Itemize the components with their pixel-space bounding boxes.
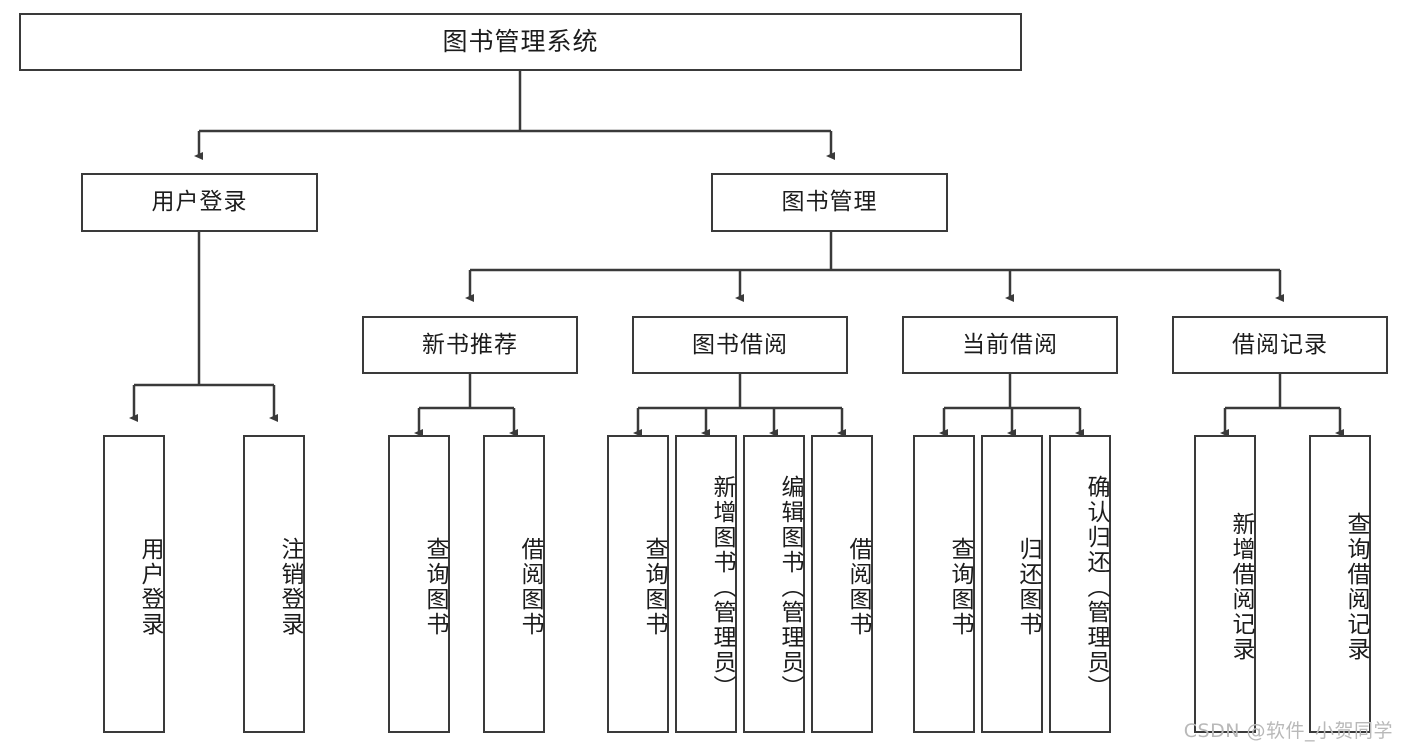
leaf-new-book-query[interactable]: 查询图书 (388, 435, 450, 733)
node-book-management[interactable]: 图书管理 (711, 173, 948, 232)
node-borrow-records-label: 借阅记录 (1232, 331, 1328, 358)
leaf-book-borrow-borrow-label: 借阅图书 (845, 537, 871, 637)
node-book-borrow-label: 图书借阅 (692, 331, 788, 358)
node-root-system[interactable]: 图书管理系统 (19, 13, 1022, 71)
node-root-system-label: 图书管理系统 (442, 26, 599, 56)
leaf-current-borrow-return-label: 归还图书 (1015, 537, 1041, 637)
leaf-borrow-records-query[interactable]: 查询借阅记录 (1309, 435, 1371, 733)
node-book-management-label: 图书管理 (781, 189, 878, 216)
leaf-borrow-records-query-label: 查询借阅记录 (1343, 512, 1369, 662)
leaf-current-borrow-return[interactable]: 归还图书 (981, 435, 1043, 733)
node-new-book-recommend-label: 新书推荐 (422, 331, 518, 358)
node-new-book-recommend[interactable]: 新书推荐 (362, 316, 578, 374)
leaf-current-borrow-confirm-return-label: 确认归还（管理员） (1083, 474, 1109, 700)
node-current-borrow[interactable]: 当前借阅 (902, 316, 1118, 374)
watermark-text: CSDN @软件_小贺同学 (1183, 720, 1393, 742)
leaf-user-login-signin[interactable]: 用户登录 (103, 435, 165, 733)
leaf-borrow-records-add-label: 新增借阅记录 (1228, 512, 1254, 662)
leaf-book-borrow-add[interactable]: 新增图书（管理员） (675, 435, 737, 733)
leaf-book-borrow-edit-label: 编辑图书（管理员） (777, 474, 803, 700)
leaf-user-login-signout[interactable]: 注销登录 (243, 435, 305, 733)
leaf-book-borrow-add-label: 新增图书（管理员） (709, 474, 735, 700)
leaf-book-borrow-query[interactable]: 查询图书 (607, 435, 669, 733)
leaf-book-borrow-borrow[interactable]: 借阅图书 (811, 435, 873, 733)
leaf-user-login-signout-label: 注销登录 (277, 537, 303, 637)
leaf-current-borrow-query-label: 查询图书 (947, 537, 973, 637)
leaf-current-borrow-confirm-return[interactable]: 确认归还（管理员） (1049, 435, 1111, 733)
leaf-book-borrow-query-label: 查询图书 (641, 537, 667, 637)
node-user-login-label: 用户登录 (151, 189, 248, 216)
leaf-current-borrow-query[interactable]: 查询图书 (913, 435, 975, 733)
leaf-new-book-borrow[interactable]: 借阅图书 (483, 435, 545, 733)
leaf-borrow-records-add[interactable]: 新增借阅记录 (1194, 435, 1256, 733)
node-book-borrow[interactable]: 图书借阅 (632, 316, 848, 374)
leaf-new-book-query-label: 查询图书 (422, 537, 448, 637)
node-current-borrow-label: 当前借阅 (962, 331, 1058, 358)
leaf-user-login-signin-label: 用户登录 (137, 537, 163, 637)
leaf-book-borrow-edit[interactable]: 编辑图书（管理员） (743, 435, 805, 733)
leaf-new-book-borrow-label: 借阅图书 (517, 537, 543, 637)
node-borrow-records[interactable]: 借阅记录 (1172, 316, 1388, 374)
node-user-login[interactable]: 用户登录 (81, 173, 318, 232)
